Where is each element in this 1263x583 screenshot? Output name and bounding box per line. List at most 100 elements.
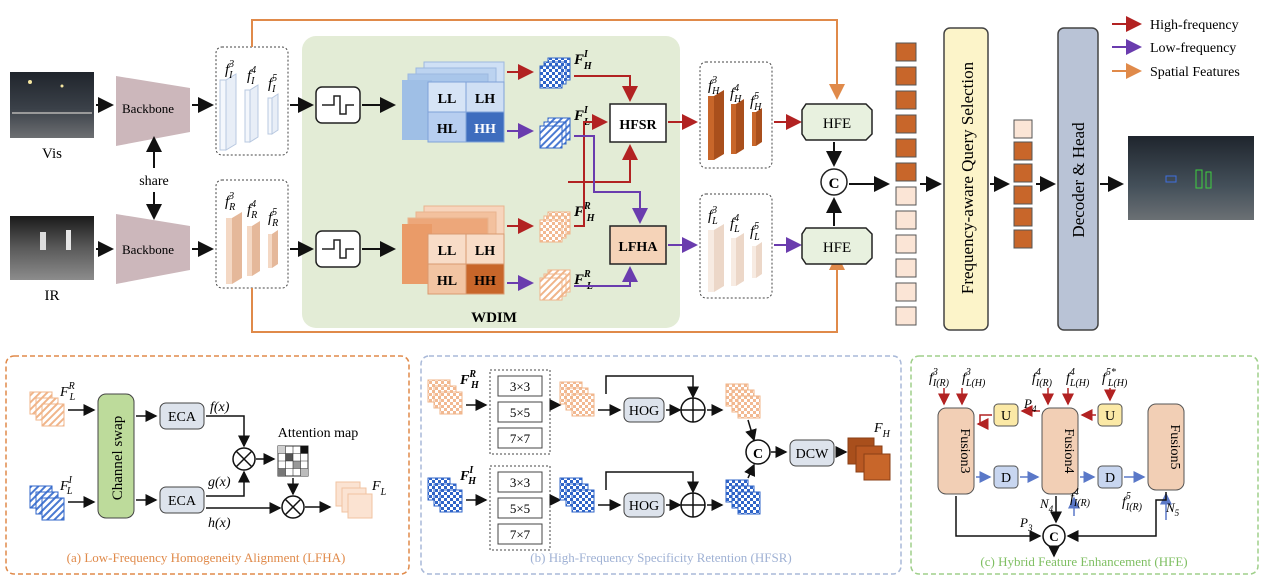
hfe-caption: (c) Hybrid Feature Enhancement (HFE) — [980, 554, 1187, 569]
fl-features-box — [699, 193, 773, 299]
backbone-ir — [116, 214, 190, 284]
eca-top-label: ECA — [168, 410, 197, 425]
hfe-n5-label: N5 — [1165, 500, 1180, 518]
hfe-f5-lh-label: f5*L(H) — [1102, 367, 1128, 389]
fh-feature-bars — [708, 90, 762, 160]
hfe-panel — [910, 355, 1259, 575]
wavelet-icon-vis — [315, 86, 361, 124]
hfsr-out-r-stack — [725, 383, 761, 419]
share-label: share — [139, 174, 169, 189]
upsample-box-2 — [1097, 403, 1123, 427]
selected-token-column — [1013, 119, 1033, 249]
concat-top-label: C — [829, 176, 840, 192]
hfsr-concat-label: C — [753, 447, 763, 462]
vis-hl-label: HL — [437, 122, 457, 137]
lfha-multiply-1-icon — [235, 450, 253, 468]
hfsr-add-i-icon — [681, 493, 705, 517]
hfe-arrow-f3-concat — [955, 496, 1042, 542]
ir-lh-label: LH — [475, 244, 495, 259]
arrow-flr-lfha — [574, 266, 638, 287]
fli-stack — [539, 117, 571, 149]
output-image — [1128, 136, 1254, 220]
kernel-r-3: 3×3 — [510, 379, 530, 394]
hfe-top-label: HFE — [823, 116, 851, 132]
hfsr-skip-r — [605, 375, 699, 399]
hfsr-out-i-stack — [725, 479, 761, 515]
hog-box-i — [623, 492, 665, 518]
fi-feature-bars — [219, 73, 279, 151]
fusion3-label: Fusion3 — [957, 428, 972, 473]
fhr-stack — [539, 211, 571, 243]
lfha-arrow-gx — [206, 470, 250, 497]
fr-feature-bars — [226, 212, 278, 284]
upsample-2-label: U — [1105, 409, 1115, 424]
lfha-fx-label: f(x) — [210, 400, 230, 415]
backbone-ir-label: Backbone — [122, 242, 174, 257]
downsample-1-label: D — [1001, 471, 1011, 486]
eca-box-top — [159, 402, 205, 430]
hfsr-panel — [420, 355, 902, 575]
arrow-hf-up — [568, 144, 638, 183]
lfha-label: LFHA — [619, 240, 659, 255]
hog-i-label: HOG — [629, 499, 659, 514]
vis-hh-label: HH — [474, 122, 496, 137]
ir-hl-label: HL — [437, 274, 457, 289]
spatial-line-bottom — [251, 254, 845, 333]
fh-features-box — [699, 61, 773, 169]
hfsr-out-stack — [847, 437, 891, 481]
lfha-panel — [5, 355, 410, 575]
fusion5-box — [1147, 403, 1185, 491]
backbone-vis — [116, 76, 190, 146]
fhi-stack — [539, 57, 571, 89]
hfe-block-bottom — [801, 227, 873, 265]
hfsr-arrow-i-concat — [744, 463, 756, 479]
decoder-label: Decoder & Head — [1069, 122, 1088, 238]
hog-r-label: HOG — [629, 404, 659, 419]
hfe-concat-label: C — [1049, 529, 1058, 544]
channel-swap-label: Channel swap — [110, 416, 126, 501]
hfe-bottom-label: HFE — [823, 240, 851, 256]
downsample-box-1 — [993, 465, 1019, 489]
upsample-1-label: U — [1001, 409, 1011, 424]
upsample-box-1 — [993, 403, 1019, 427]
flr-stack — [539, 269, 571, 301]
backbone-vis-label: Backbone — [122, 101, 174, 116]
spatial-line-top — [251, 19, 845, 100]
lfha-arrow-fx — [206, 415, 250, 448]
query-selection-box — [943, 27, 989, 331]
hfsr-concat-node — [745, 439, 771, 465]
ir-hh-label: HH — [474, 274, 496, 289]
hfsr-in-i-stack — [427, 477, 463, 513]
token-column — [895, 42, 917, 326]
dcw-label: DCW — [796, 447, 829, 462]
hfsr-add-r-icon — [681, 398, 705, 422]
hfsr-out-label: FH — [873, 421, 891, 440]
kernel-r-5: 5×5 — [510, 405, 530, 420]
attention-map-grid — [277, 445, 309, 477]
hfsr-label: HFSR — [619, 118, 657, 133]
fusion4-box — [1041, 407, 1079, 495]
lfha-box — [609, 225, 667, 265]
ir-subband-stack — [402, 205, 505, 295]
vis-lh-label: LH — [475, 92, 495, 107]
fusion3-box — [937, 407, 975, 495]
channel-swap-box — [97, 393, 135, 519]
kernel-group-i — [489, 465, 551, 551]
legend-high-label: High-frequency — [1150, 18, 1239, 33]
